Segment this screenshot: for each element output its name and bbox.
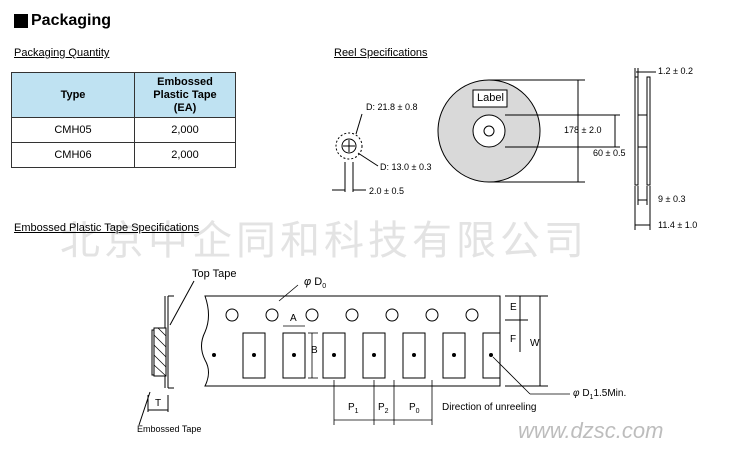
dim-p0: P0 <box>409 402 420 415</box>
table-row: CMH05 2,000 <box>11 117 236 143</box>
cell-qty: 2,000 <box>134 142 236 168</box>
tape-spec-title: Embossed Plastic Tape Specifications <box>14 222 200 234</box>
dim-d0: φ D0 <box>304 276 327 291</box>
reel-outer-width: 11.4 ± 1.0 <box>658 220 698 230</box>
tape-dimension-lines <box>278 284 570 425</box>
dim-b: B <box>311 345 318 356</box>
column-header-type: Type <box>11 72 135 118</box>
reel-d-inner: D: 13.0 ± 0.3 <box>380 162 432 172</box>
top-tape-label: Top Tape <box>192 268 237 280</box>
hub-detail-drawing <box>332 113 379 192</box>
reel-d-outer: D: 21.8 ± 0.8 <box>366 102 418 112</box>
reel-label-box: Label <box>477 92 504 104</box>
reel-inner-width: 9 ± 0.3 <box>658 194 686 204</box>
reel-flange-thickness: 1.2 ± 0.2 <box>658 66 693 76</box>
reel-slot-width: 2.0 ± 0.5 <box>369 186 404 196</box>
dim-w: W <box>530 338 540 349</box>
pocket-center-holes <box>212 353 493 357</box>
tape-cross-section <box>138 280 195 426</box>
site-watermark: www.dzsc.com <box>518 418 664 443</box>
company-watermark: 北京中企同和科技有限公司 <box>60 218 588 264</box>
heading-text: Packaging <box>31 12 112 29</box>
table-header-row: Type Embossed Plastic Tape (EA) <box>11 72 236 118</box>
reel-spec-title: Reel Specifications <box>334 47 428 59</box>
packaging-quantity-title: Packaging Quantity <box>14 47 110 59</box>
packaging-quantity-table: Type Embossed Plastic Tape (EA) CMH05 2,… <box>11 72 236 168</box>
reel-dimension-lines <box>489 79 620 183</box>
dim-a: A <box>290 313 297 324</box>
dim-d1: φ D11.5Min. <box>573 388 627 401</box>
reel-diameter: 178 ± 2.0 <box>564 125 602 135</box>
cell-qty: 2,000 <box>134 117 236 143</box>
embossed-tape-label: Embossed Tape <box>137 424 202 434</box>
reel-side-view <box>634 68 656 230</box>
cell-type: CMH05 <box>11 117 135 143</box>
table-row: CMH06 2,000 <box>11 142 236 168</box>
dim-t: T <box>155 398 162 409</box>
reel-hub-diameter: 60 ± 0.5 <box>593 148 626 158</box>
dim-f: F <box>510 334 517 345</box>
dim-p1: P1 <box>348 402 359 415</box>
reel-face-drawing <box>437 79 541 183</box>
direction-of-unreeling: Direction of unreeling <box>442 402 537 413</box>
section-heading: Packaging <box>14 12 111 30</box>
dim-e: E <box>510 302 517 313</box>
sprocket-holes <box>225 308 479 322</box>
column-header-qty: Embossed Plastic Tape (EA) <box>134 72 236 118</box>
heading-square-icon <box>14 14 28 28</box>
dim-p2: P2 <box>378 402 389 415</box>
